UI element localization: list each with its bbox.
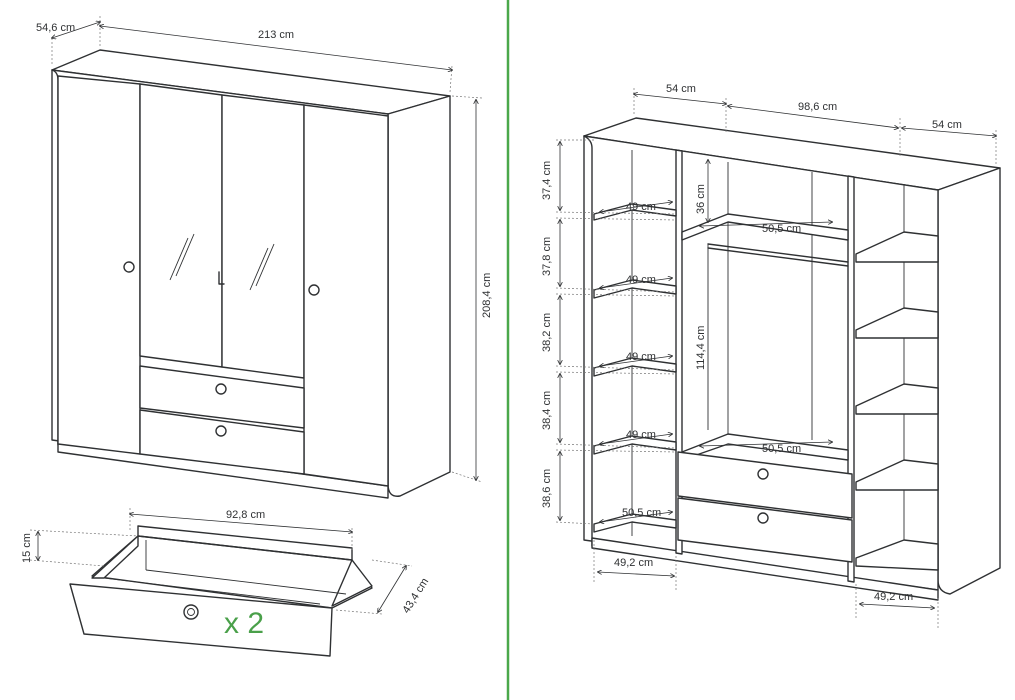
bottom-right-depth-label: 49,2 cm bbox=[874, 591, 913, 603]
shelf-depth-label-3: 49 cm bbox=[626, 351, 656, 363]
shelf-depth-label-4: 49 cm bbox=[626, 429, 656, 441]
shelf-height-label-3: 38,2 cm bbox=[541, 313, 553, 352]
rail-height-label: 114,4 cm bbox=[695, 326, 707, 370]
front-view: 54,6 cm 213 cm 208,4 cm bbox=[36, 16, 493, 499]
shelf-height-label-2: 37,8 cm bbox=[541, 237, 553, 276]
knob-icon bbox=[757, 512, 769, 524]
hanging-depth-label: 50,5 cm bbox=[762, 223, 801, 235]
drawer-width-label: 92,8 cm bbox=[226, 509, 265, 521]
top-left-width-label: 54 cm bbox=[666, 83, 696, 95]
front-width-label: 213 cm bbox=[258, 29, 294, 41]
shelf-height-label-4: 38,4 cm bbox=[541, 391, 553, 430]
front-height-label: 208,4 cm bbox=[481, 273, 493, 318]
drawer-knob-icon bbox=[183, 604, 199, 620]
shelf-height-label-1: 37,4 cm bbox=[541, 161, 553, 200]
drawer-quantity: x 2 bbox=[224, 607, 264, 640]
drawer-depth-label: 43,4 cm bbox=[400, 576, 431, 616]
top-right-width-label: 54 cm bbox=[932, 119, 962, 131]
bottom-left-depth-label: 49,2 cm bbox=[614, 557, 653, 569]
front-depth-label: 54,6 cm bbox=[36, 22, 75, 34]
drawer-depth-interior-label: 50,5 cm bbox=[762, 443, 801, 455]
knob-icon bbox=[215, 383, 227, 395]
shelf-depth-label-1: 49 cm bbox=[626, 201, 656, 213]
shelf-depth-label-2: 49 cm bbox=[626, 274, 656, 286]
drawer-height-label: 15 cm bbox=[21, 533, 33, 563]
knob-icon bbox=[123, 261, 135, 273]
hanging-height-label: 36 cm bbox=[695, 184, 707, 214]
shelf-height-label-5: 38,6 cm bbox=[541, 469, 553, 508]
drawer-view: x 2 92,8 cm 15 cm 43,4 cm bbox=[21, 508, 431, 657]
knob-icon bbox=[215, 425, 227, 437]
right-shelves bbox=[855, 231, 939, 571]
interior-view: 54 cm 98,6 cm 54 cm 37,4 cm 37,8 cm 38,2… bbox=[541, 83, 1001, 630]
top-mid-width-label: 98,6 cm bbox=[798, 101, 837, 113]
knob-icon bbox=[308, 284, 320, 296]
knob-icon bbox=[757, 468, 769, 480]
shelf-depth-label-5: 50,5 cm bbox=[622, 507, 661, 519]
